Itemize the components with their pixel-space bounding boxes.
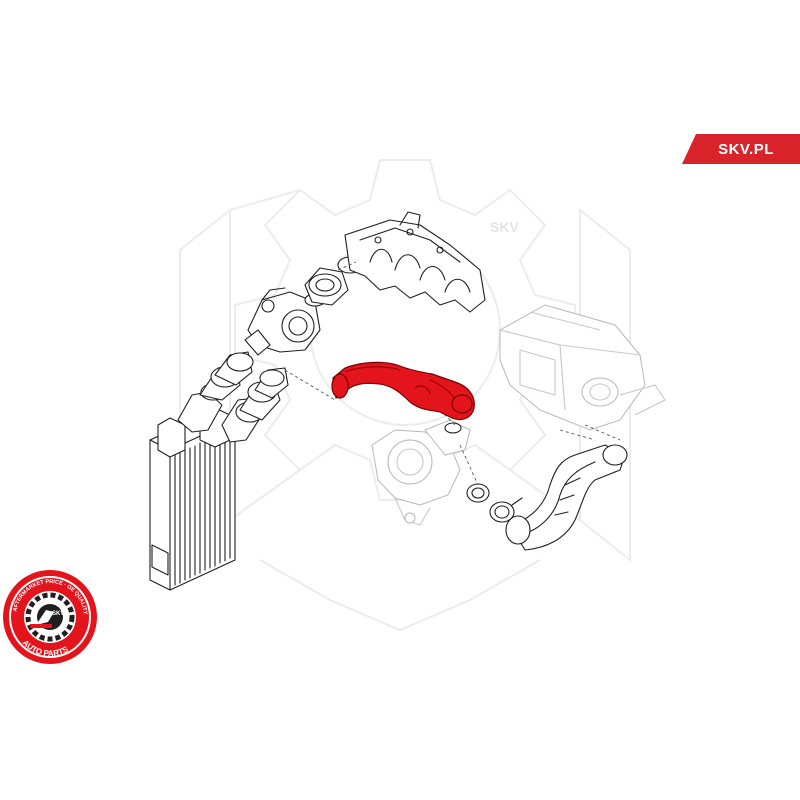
intercooler — [149, 407, 236, 591]
brand-tab[interactable]: SKV.PL — [682, 134, 800, 164]
intercooler-hoses — [177, 351, 289, 443]
turbocharger — [371, 419, 471, 526]
watermark-label: SKV — [490, 219, 519, 235]
guide-lines — [284, 261, 621, 486]
intake-hose — [505, 444, 628, 551]
skv-seal-icon: AFTERMARKET PRICE · OE QUALITY AUTO PART… — [3, 570, 97, 664]
intake-manifold — [344, 211, 486, 313]
seal-center-text: SKV — [52, 611, 64, 617]
clamps — [444, 422, 523, 523]
air-filter-box — [499, 304, 666, 431]
brand-label: SKV.PL — [718, 140, 774, 158]
throttle-body — [244, 287, 326, 356]
highlighted-charge-pipe — [331, 361, 475, 421]
